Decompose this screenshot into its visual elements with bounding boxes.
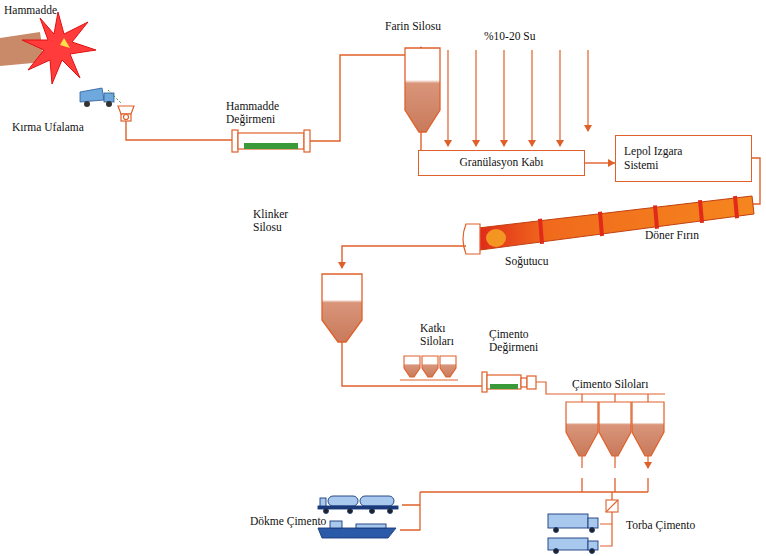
additive-silos — [404, 356, 456, 377]
box-text: Granülasyon Kabı — [460, 156, 544, 170]
rotary-kiln — [463, 196, 754, 254]
label: Dökme Çimento — [250, 515, 326, 528]
farin-silo — [405, 48, 440, 132]
packer — [606, 500, 618, 512]
ship — [318, 521, 396, 538]
label: Soğutucu — [505, 255, 548, 268]
bulk-trucks — [318, 496, 398, 514]
process-box: Granülasyon Kabı — [418, 150, 585, 176]
label: Farin Silosu — [385, 20, 441, 33]
blast — [22, 12, 96, 84]
label: Torba Çimento — [626, 519, 695, 532]
raw-mill — [232, 130, 310, 152]
water-arrows — [448, 50, 588, 146]
flow-arrow — [585, 162, 615, 163]
label: %10-20 Su — [484, 30, 535, 43]
box-text: Lepol Izgara Sistemi — [624, 145, 702, 173]
label: Kırma Ufalama — [12, 121, 84, 134]
clinker-silo — [322, 274, 362, 342]
bag-trucks — [548, 514, 598, 554]
label: Hammadde Değirmeni — [226, 100, 290, 126]
label: Döner Fırın — [645, 229, 699, 242]
cement-silos — [566, 402, 664, 456]
label: Hammadde — [4, 4, 57, 17]
crusher — [118, 106, 134, 121]
process-box: Lepol Izgara Sistemi — [615, 135, 752, 182]
label: Çimento Siloları — [572, 378, 648, 391]
label: Katkı Siloları — [420, 322, 466, 348]
cement-mill — [482, 372, 536, 392]
label: Çimento Değirmeni — [489, 328, 551, 354]
label: Klinker Silosu — [253, 208, 303, 234]
